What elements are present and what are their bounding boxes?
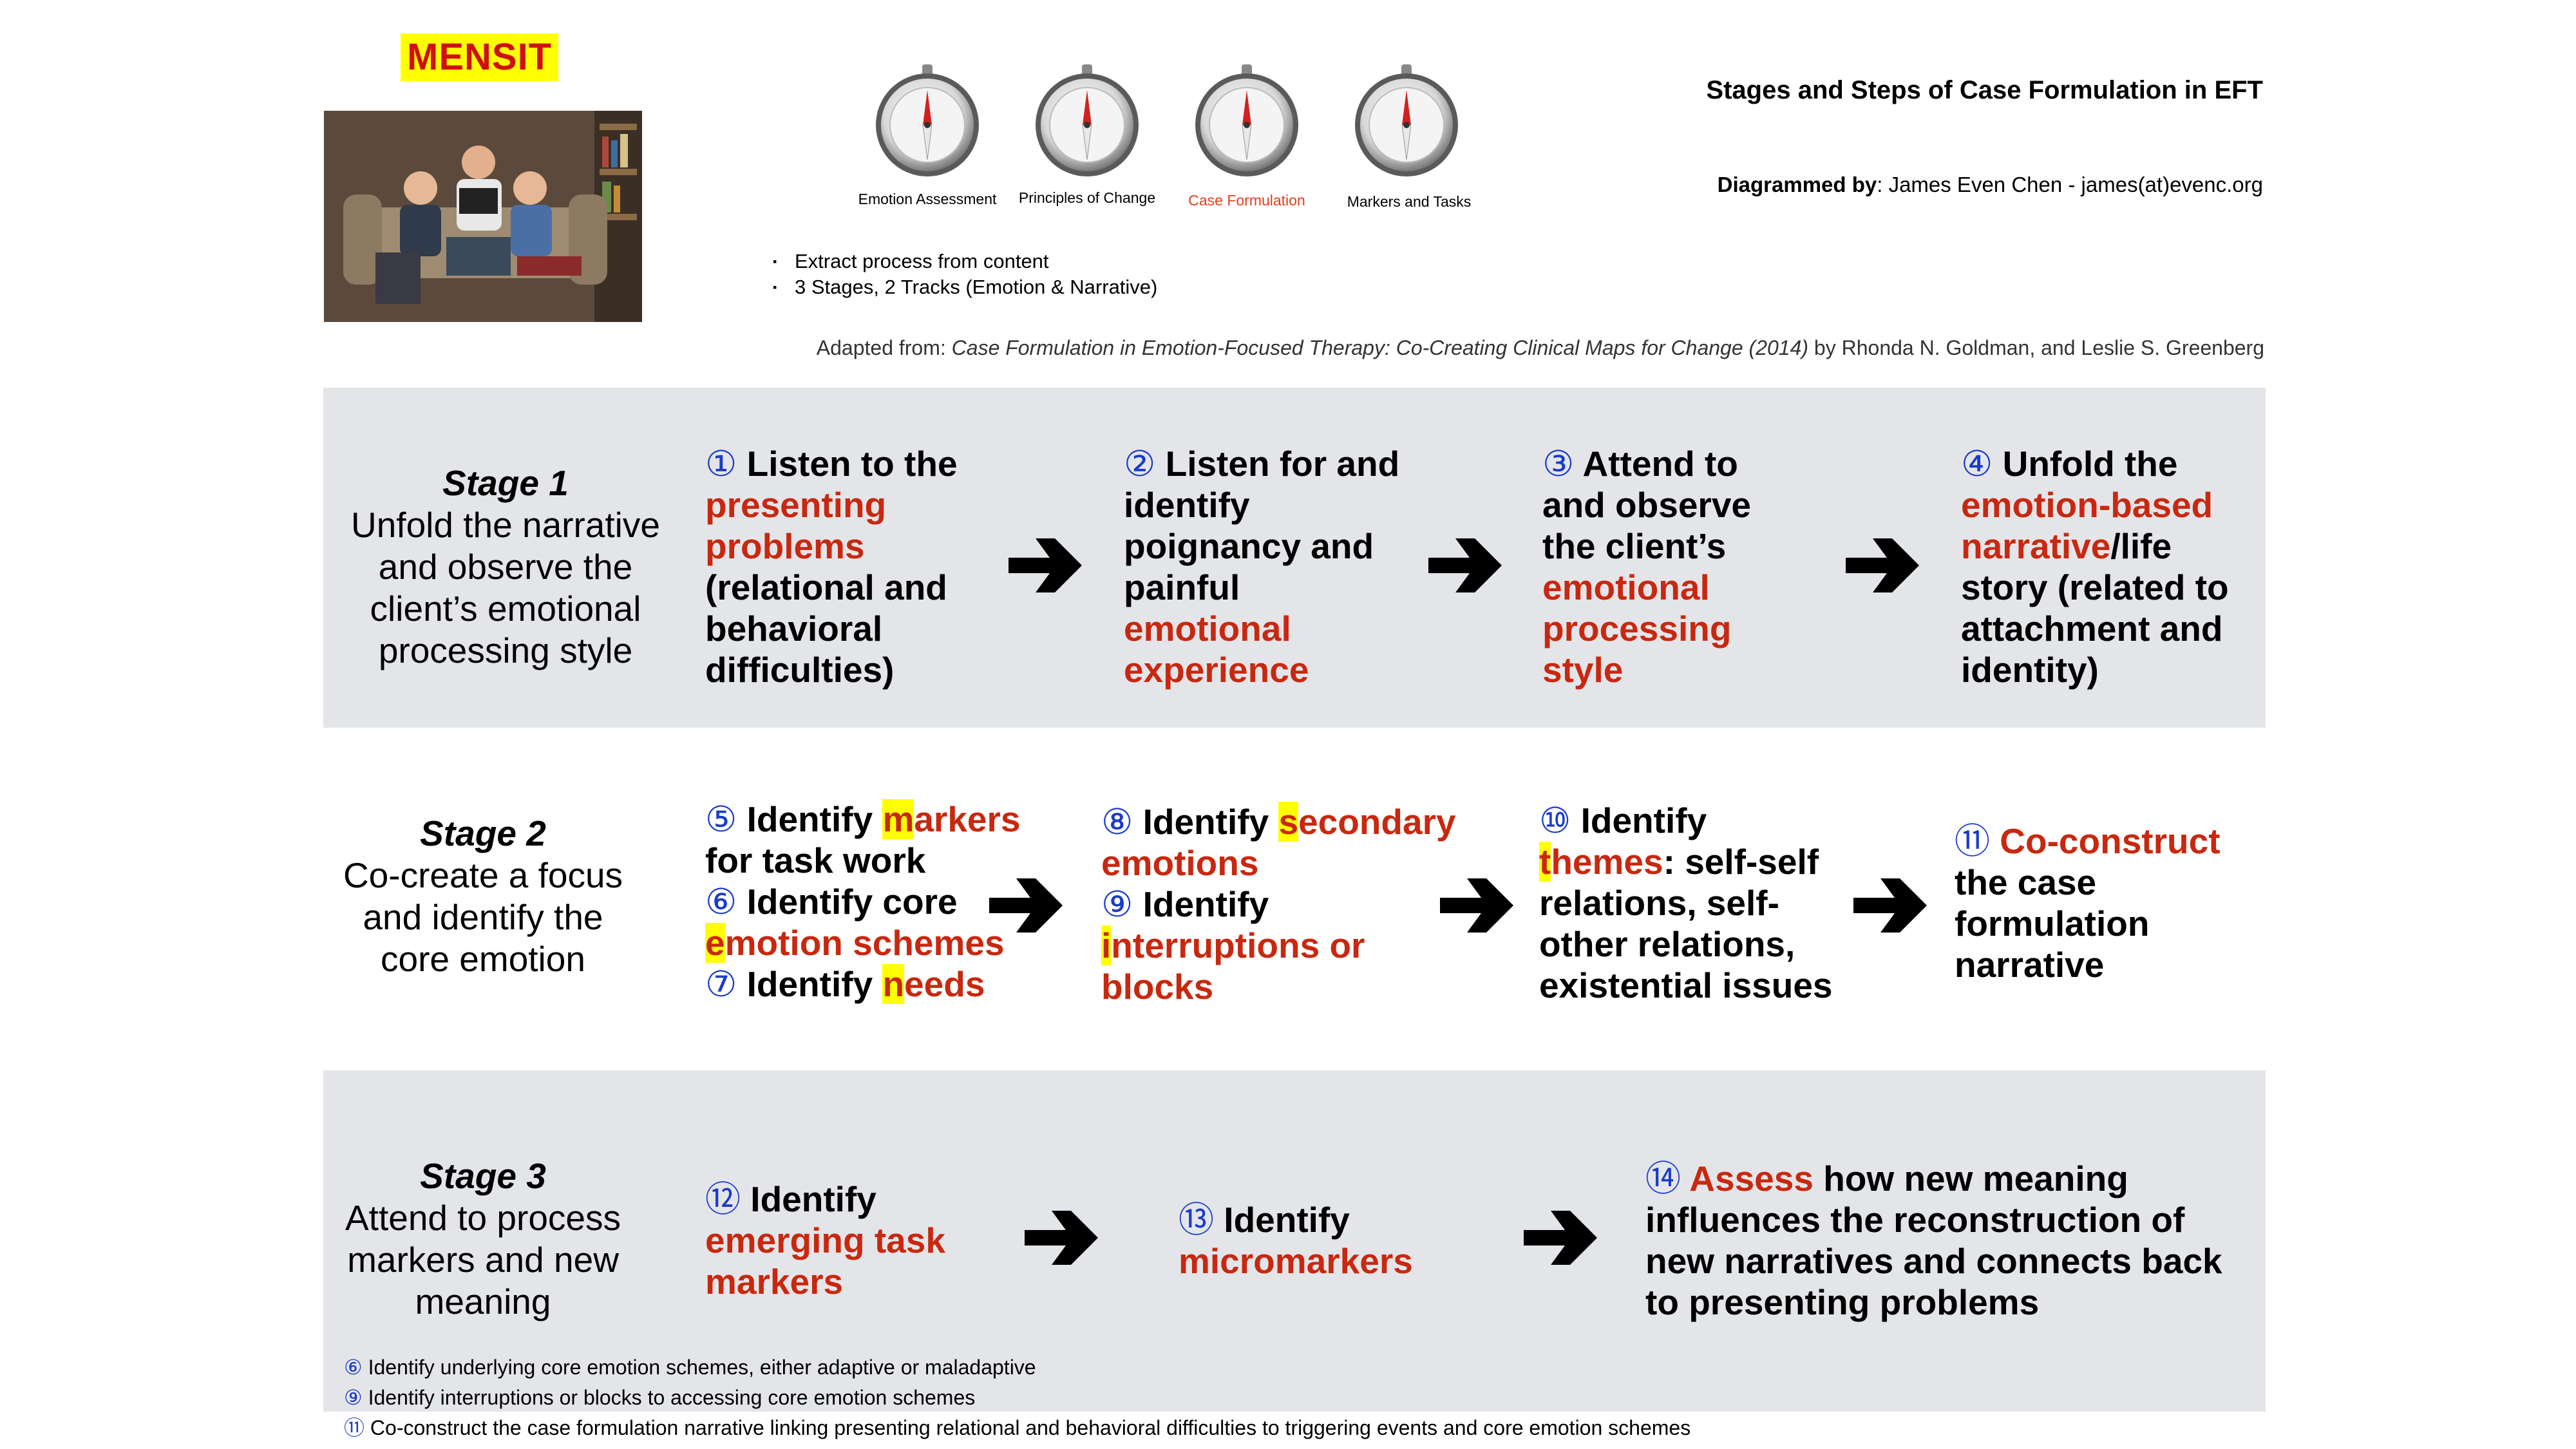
- arrow-right-icon: [1025, 1211, 1098, 1265]
- footnotes: ⑥ Identify underlying core emotion schem…: [344, 1352, 1690, 1443]
- footnote: ⑥ Identify underlying core emotion schem…: [344, 1356, 1036, 1379]
- arrow-right-icon: [1440, 878, 1513, 933]
- arrow-right-icon: [1524, 1211, 1597, 1265]
- compass-label: Principles of Change: [1018, 189, 1156, 206]
- compass-icon: [1350, 64, 1463, 178]
- step-13: ⑬ Identify micromarkers: [1179, 1200, 1413, 1281]
- arrow-right-icon: [1853, 878, 1927, 933]
- compass-icon: [871, 64, 984, 178]
- stage1-heading: Stage 1 Unfold the narrative and observe…: [351, 463, 660, 670]
- mensit-logo: MENSIT: [401, 33, 559, 81]
- step-8: ⑧ Identify secondary: [1101, 802, 1456, 842]
- source-citation: Adapted from: Case Formulation in Emotio…: [816, 336, 2264, 359]
- compass-icon: [1190, 64, 1303, 178]
- bullet-item: Extract process from content: [773, 249, 1157, 274]
- summary-bullets: Extract process from content 3 Stages, 2…: [773, 249, 1157, 300]
- arrow-right-icon: [1428, 538, 1502, 592]
- step-10: ⑩ Identify themes: self-self relations, …: [1539, 800, 1833, 1005]
- step-7: ⑦ Identify needs: [705, 964, 985, 1004]
- arrow-right-icon: [989, 878, 1063, 933]
- group-photo: [324, 111, 642, 322]
- step-4: ④ Unfold the emotion-based narrative/lif…: [1961, 444, 2229, 690]
- step-1: ① Listen to the presenting problems (rel…: [705, 444, 958, 690]
- stage2-heading: Stage 2 Co-create a focus and identify t…: [343, 813, 623, 979]
- stage1-band: [323, 388, 2266, 728]
- group-photo-illustration: [324, 111, 642, 322]
- stage3-band: [323, 1070, 2266, 1412]
- page-title: Stages and Steps of Case Formulation in …: [1706, 76, 2263, 104]
- step-11: ⑪ Co-construct the case formulation narr…: [1955, 821, 2221, 985]
- compass-label: Markers and Tasks: [1347, 193, 1472, 210]
- step-2: ② Listen for and identify poignancy and …: [1124, 444, 1400, 690]
- step-9: ⑨ Identify: [1101, 884, 1269, 924]
- footnote: ⑪ Co-construct the case formulation narr…: [344, 1416, 1691, 1439]
- step-3: ③ Attend to and observe the client’s emo…: [1542, 444, 1752, 690]
- step-12: ⑫ Identify emerging task markers: [705, 1179, 945, 1302]
- footnote: ⑨ Identify interruptions or blocks to ac…: [344, 1386, 976, 1409]
- step-14: ⑭ Assess how new meaning influences the …: [1645, 1159, 2222, 1322]
- arrow-right-icon: [1846, 538, 1919, 592]
- arrow-right-icon: [1009, 538, 1082, 592]
- step-6: ⑥ Identify core: [705, 882, 958, 922]
- compass-label: Case Formulation: [1188, 192, 1305, 209]
- byline: Diagrammed by: James Even Chen - james(a…: [1717, 173, 2263, 196]
- steps-5-7: ⑤ Identify markers for task work ⑥ Ident…: [705, 799, 1040, 1005]
- steps-8-9: ⑧ Identify secondary emotions ⑨ Identify…: [1101, 801, 1462, 1007]
- compass-icon: [1030, 64, 1144, 178]
- stage3-heading: Stage 3 Attend to process markers and ne…: [345, 1156, 621, 1321]
- compass-label: Emotion Assessment: [858, 191, 997, 207]
- step-5: ⑤ Identify markers: [705, 799, 1021, 839]
- bullet-item: 3 Stages, 2 Tracks (Emotion & Narrative): [773, 274, 1157, 300]
